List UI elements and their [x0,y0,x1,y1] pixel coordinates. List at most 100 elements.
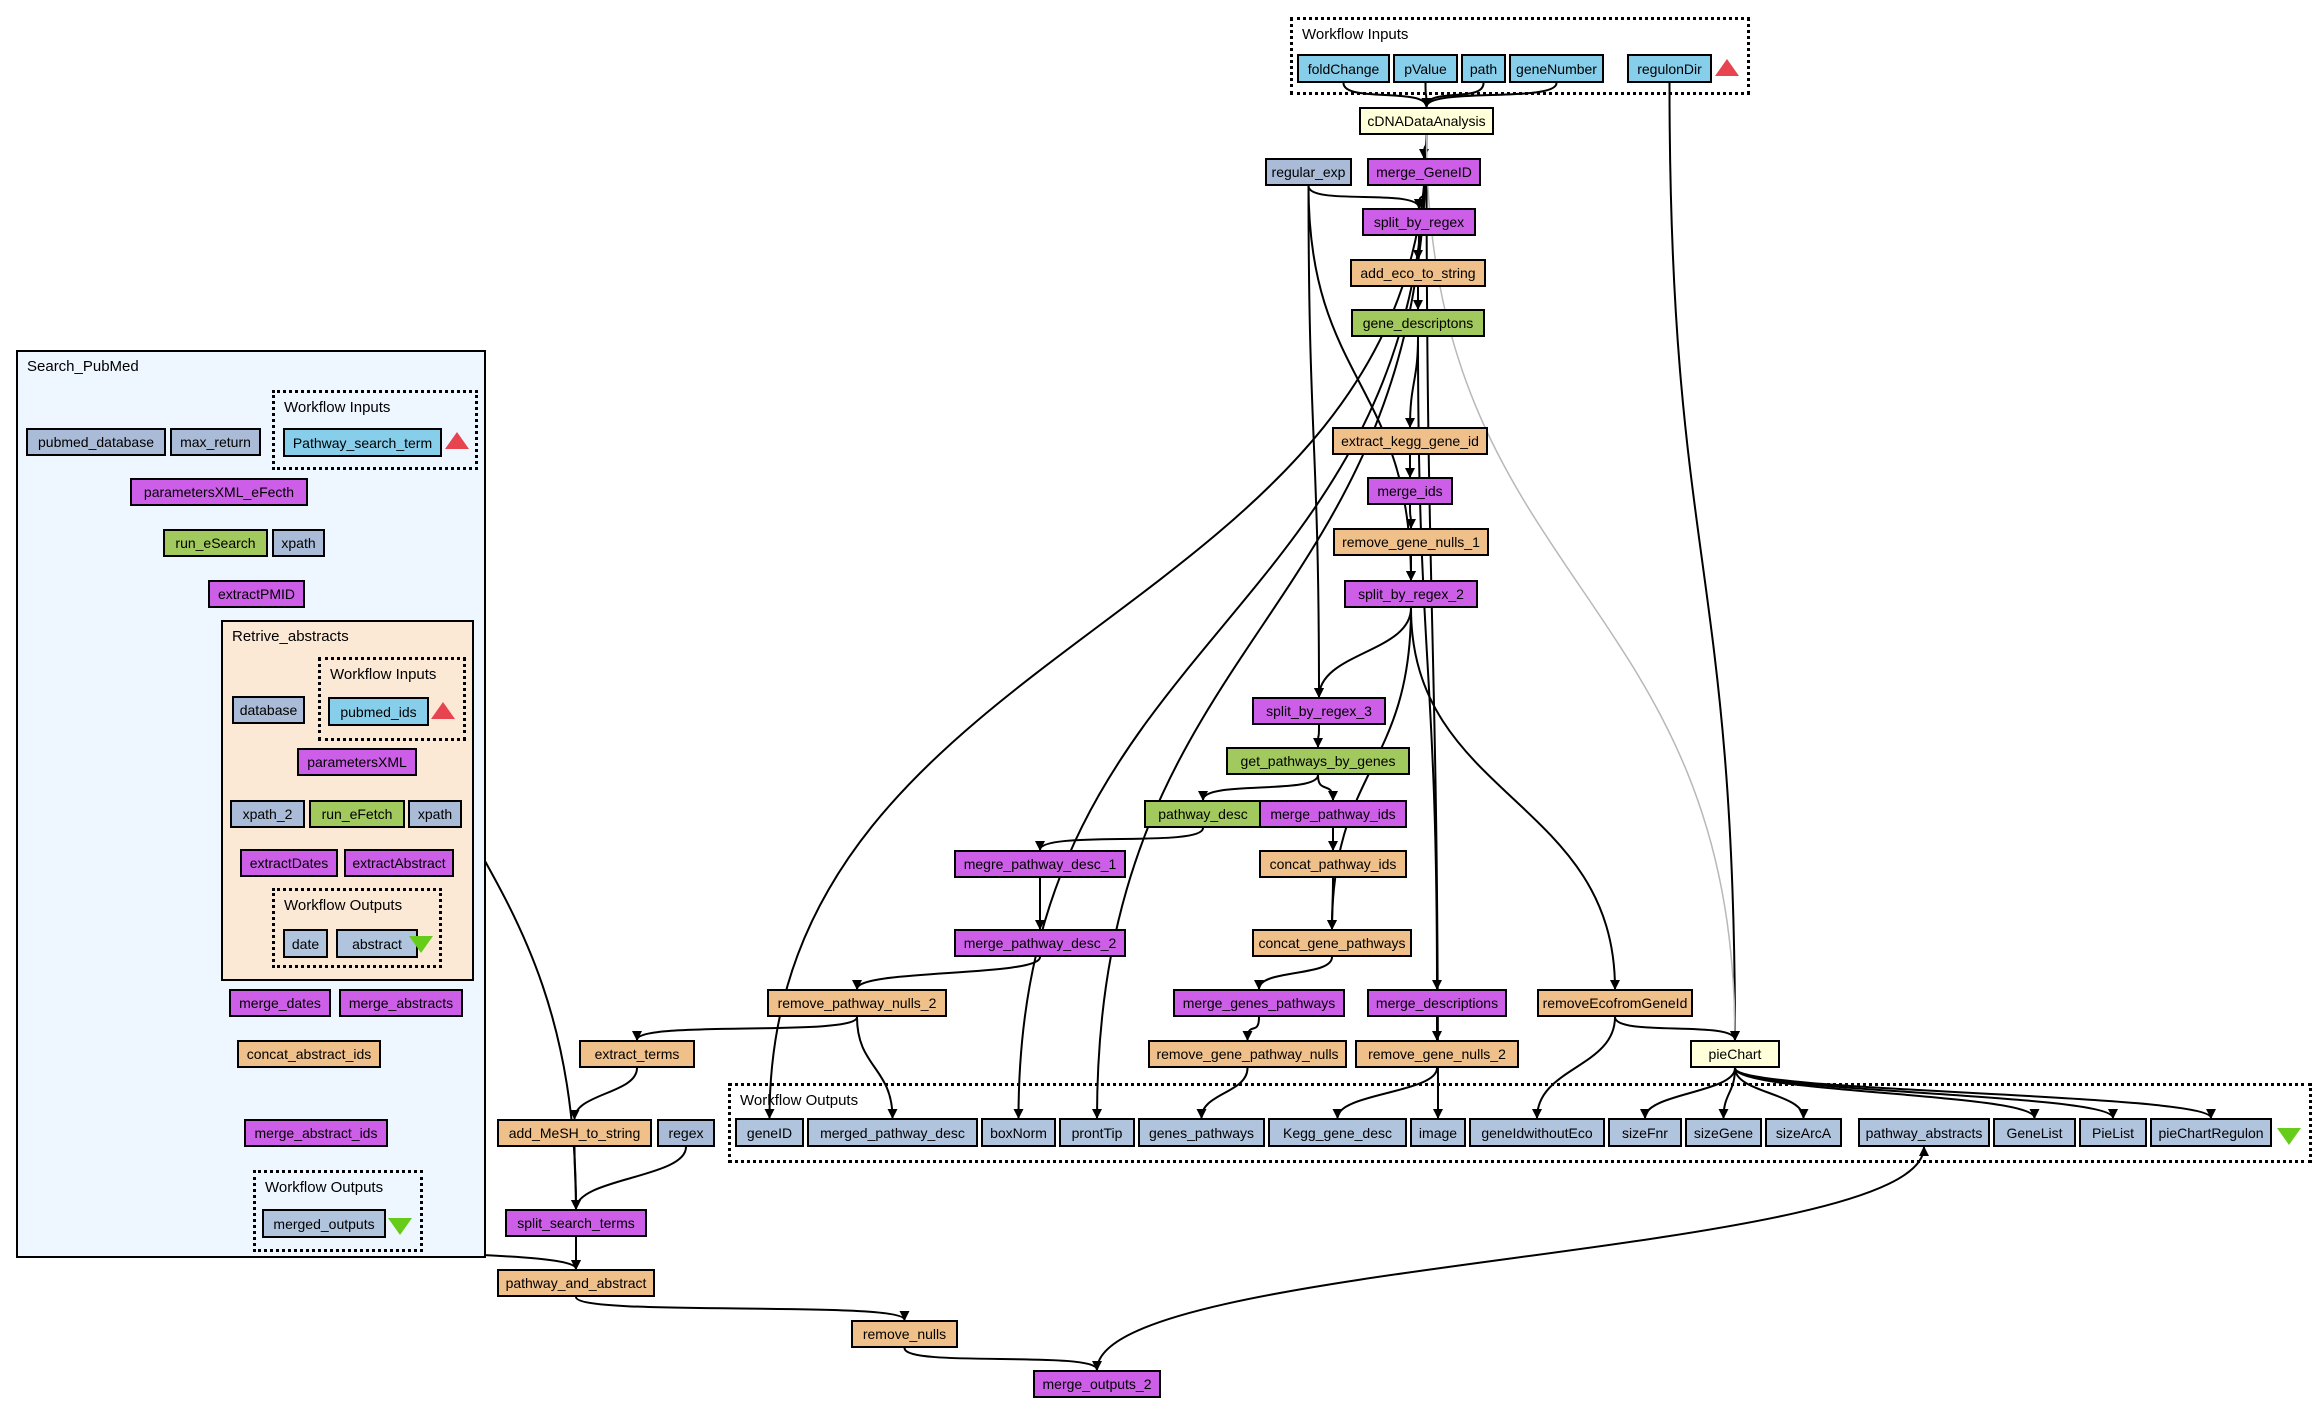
ra-outputs-cluster: Workflow Outputs [272,888,442,968]
node-extract-kegg-gene-id[interactable]: extract_kegg_gene_id [1332,427,1488,455]
node-extractabstract[interactable]: extractAbstract [344,849,454,877]
node-date[interactable]: date [283,929,328,958]
node-out-kegg-gene-desc[interactable]: Kegg_gene_desc [1268,1118,1407,1147]
edge-split-by-regex-2-to-split-by-regex-3 [1314,607,1412,698]
node-parametersxml-efecth[interactable]: parametersXML_eFecth [130,478,308,506]
sp-inputs-marker-icon [445,432,469,449]
edge-piechart-to-out-sizegene [1718,1067,1736,1119]
node-out-pielist[interactable]: PieList [2079,1118,2147,1147]
node-max-return[interactable]: max_return [170,428,261,456]
node-merge-outputs-2[interactable]: merge_outputs_2 [1033,1370,1161,1398]
node-out-pronttip[interactable]: prontTip [1059,1118,1135,1147]
edge-get-pathways-by-genes-to-pathway-desc [1198,774,1319,801]
edge-merge-ids-to-remove-gene-nulls-1 [1405,504,1416,529]
node-pubmed-database[interactable]: pubmed_database [26,428,166,456]
node-gene-descriptons[interactable]: gene_descriptons [1351,309,1485,337]
edge-regex-to-split-search-terms [571,1146,687,1210]
node-extractpmid[interactable]: extractPMID [208,580,305,608]
node-out-boxnorm[interactable]: boxNorm [981,1118,1056,1147]
node-out-geneidwithouteco[interactable]: geneIdwithoutEco [1469,1118,1605,1147]
node-remove-pathway-nulls-2[interactable]: remove_pathway_nulls_2 [767,989,947,1017]
node-xpath-ra[interactable]: xpath [408,800,462,828]
edge-gene-descriptons-to-merge-descriptions [1417,336,1442,990]
node-get-pathways-by-genes[interactable]: get_pathways_by_genes [1226,747,1410,775]
node-database[interactable]: database [232,696,305,724]
node-remove-gene-pathway-nulls[interactable]: remove_gene_pathway_nulls [1148,1040,1347,1068]
node-merge-ids[interactable]: merge_ids [1367,477,1453,505]
node-out-sizefnr[interactable]: sizeFnr [1608,1118,1682,1147]
node-extract-terms[interactable]: extract_terms [579,1040,695,1068]
node-add-mesh-to-string[interactable]: add_MeSH_to_string [497,1119,652,1147]
node-run-esearch[interactable]: run_eSearch [163,529,268,557]
edge-regular-exp-to-split-by-regex-2 [1307,185,1416,581]
node-out-genelist[interactable]: GeneList [1993,1118,2076,1147]
edge-get-pathways-by-genes-to-merge-pathway-ids [1317,774,1338,801]
node-pathway-search-term[interactable]: Pathway_search_term [283,428,442,457]
node-merge-genes-pathways[interactable]: merge_genes_pathways [1173,989,1345,1017]
node-split-search-terms[interactable]: split_search_terms [505,1209,647,1237]
node-concat-gene-pathways[interactable]: concat_gene_pathways [1252,929,1412,957]
node-merge-descriptions[interactable]: merge_descriptions [1367,989,1507,1017]
edge-piechart-to-out-piechartregulon [1734,1067,2216,1119]
node-merge-pathway-desc-2[interactable]: merge_pathway_desc_2 [954,929,1126,957]
node-merge-dates[interactable]: merge_dates [229,989,331,1017]
node-concat-pathway-ids[interactable]: concat_pathway_ids [1259,850,1407,878]
sp-outputs-cluster: Workflow Outputs [253,1170,423,1252]
edge-pathway-and-abstract-to-remove-nulls [575,1296,910,1321]
edge-piechart-to-out-sizearca [1734,1067,1809,1119]
edge-pathway-desc-to-megre-pathway-desc-1 [1035,827,1204,851]
node-genenumber[interactable]: geneNumber [1509,54,1604,83]
node-out-sizearca[interactable]: sizeArcA [1765,1118,1842,1147]
search-pubmed-title: Search_PubMed [27,358,139,375]
node-abstract[interactable]: abstract [336,929,418,958]
node-out-pathway-abstracts[interactable]: pathway_abstracts [1858,1118,1990,1147]
node-out-piechartregulon[interactable]: pieChartRegulon [2150,1118,2272,1147]
node-regex[interactable]: regex [657,1119,715,1147]
node-megre-pathway-desc-1[interactable]: megre_pathway_desc_1 [954,850,1126,878]
ra-outputs-title: Workflow Outputs [284,897,403,914]
node-pathway-desc[interactable]: pathway_desc [1144,800,1262,828]
edge-piechart-to-out-sizefnr [1640,1067,1736,1119]
node-remove-gene-nulls-2[interactable]: remove_gene_nulls_2 [1355,1040,1519,1068]
node-remove-gene-nulls-1[interactable]: remove_gene_nulls_1 [1333,528,1489,556]
node-concat-abstract-ids[interactable]: concat_abstract_ids [237,1040,381,1068]
edge-remove-pathway-nulls-2-to-extract-terms [632,1016,858,1041]
node-pubmed-ids[interactable]: pubmed_ids [328,697,429,726]
node-piechart[interactable]: pieChart [1690,1040,1780,1068]
node-parametersxml[interactable]: parametersXML [297,748,417,776]
node-split-by-regex-3[interactable]: split_by_regex_3 [1252,697,1386,725]
node-merge-abstracts[interactable]: merge_abstracts [339,989,463,1017]
node-extractdates[interactable]: extractDates [240,849,338,877]
node-out-merged-pathway-desc[interactable]: merged_pathway_desc [807,1118,978,1147]
node-regular-exp[interactable]: regular_exp [1265,158,1352,186]
node-remove-nulls[interactable]: remove_nulls [851,1320,958,1348]
main-outputs-title: Workflow Outputs [740,1092,859,1109]
ra-outputs-marker-icon [409,936,433,953]
node-merge-geneid[interactable]: merge_GeneID [1367,158,1481,186]
node-merge-pathway-ids[interactable]: merge_pathway_ids [1259,800,1407,828]
node-out-geneid[interactable]: geneID [735,1118,804,1147]
node-foldchange[interactable]: foldChange [1297,54,1390,83]
node-pathway-and-abstract[interactable]: pathway_and_abstract [497,1269,655,1297]
ra-inputs-marker-icon [431,702,455,719]
node-out-sizegene[interactable]: sizeGene [1685,1118,1762,1147]
node-split-by-regex[interactable]: split_by_regex [1362,208,1476,236]
node-merge-abstract-ids[interactable]: merge_abstract_ids [244,1119,388,1147]
edge-cdnadataanalysis-to-piechart [1425,134,1740,1041]
node-xpath-sp[interactable]: xpath [272,529,325,557]
node-out-genes-pathways[interactable]: genes_pathways [1138,1118,1265,1147]
node-xpath-2[interactable]: xpath_2 [230,800,305,828]
node-path[interactable]: path [1461,54,1506,83]
node-cdnadataanalysis[interactable]: cDNADataAnalysis [1359,107,1494,135]
edge-merge-outputs-2-to-out-pathway-abstracts [1096,1146,1929,1371]
node-removeecofromgeneid[interactable]: removeEcofromGeneId [1537,989,1693,1017]
node-add-eco-to-string[interactable]: add_eco_to_string [1350,259,1486,287]
retrive-abstracts-title: Retrive_abstracts [232,628,349,645]
node-pvalue[interactable]: pValue [1393,54,1458,83]
edge-split-by-regex-3-to-get-pathways-by-genes [1313,724,1324,748]
node-split-by-regex-2[interactable]: split_by_regex_2 [1344,580,1478,608]
node-out-image[interactable]: image [1410,1118,1466,1147]
node-merged-outputs[interactable]: merged_outputs [262,1209,386,1238]
node-regulondir[interactable]: regulonDir [1627,54,1712,83]
node-run-efetch[interactable]: run_eFetch [309,800,405,828]
